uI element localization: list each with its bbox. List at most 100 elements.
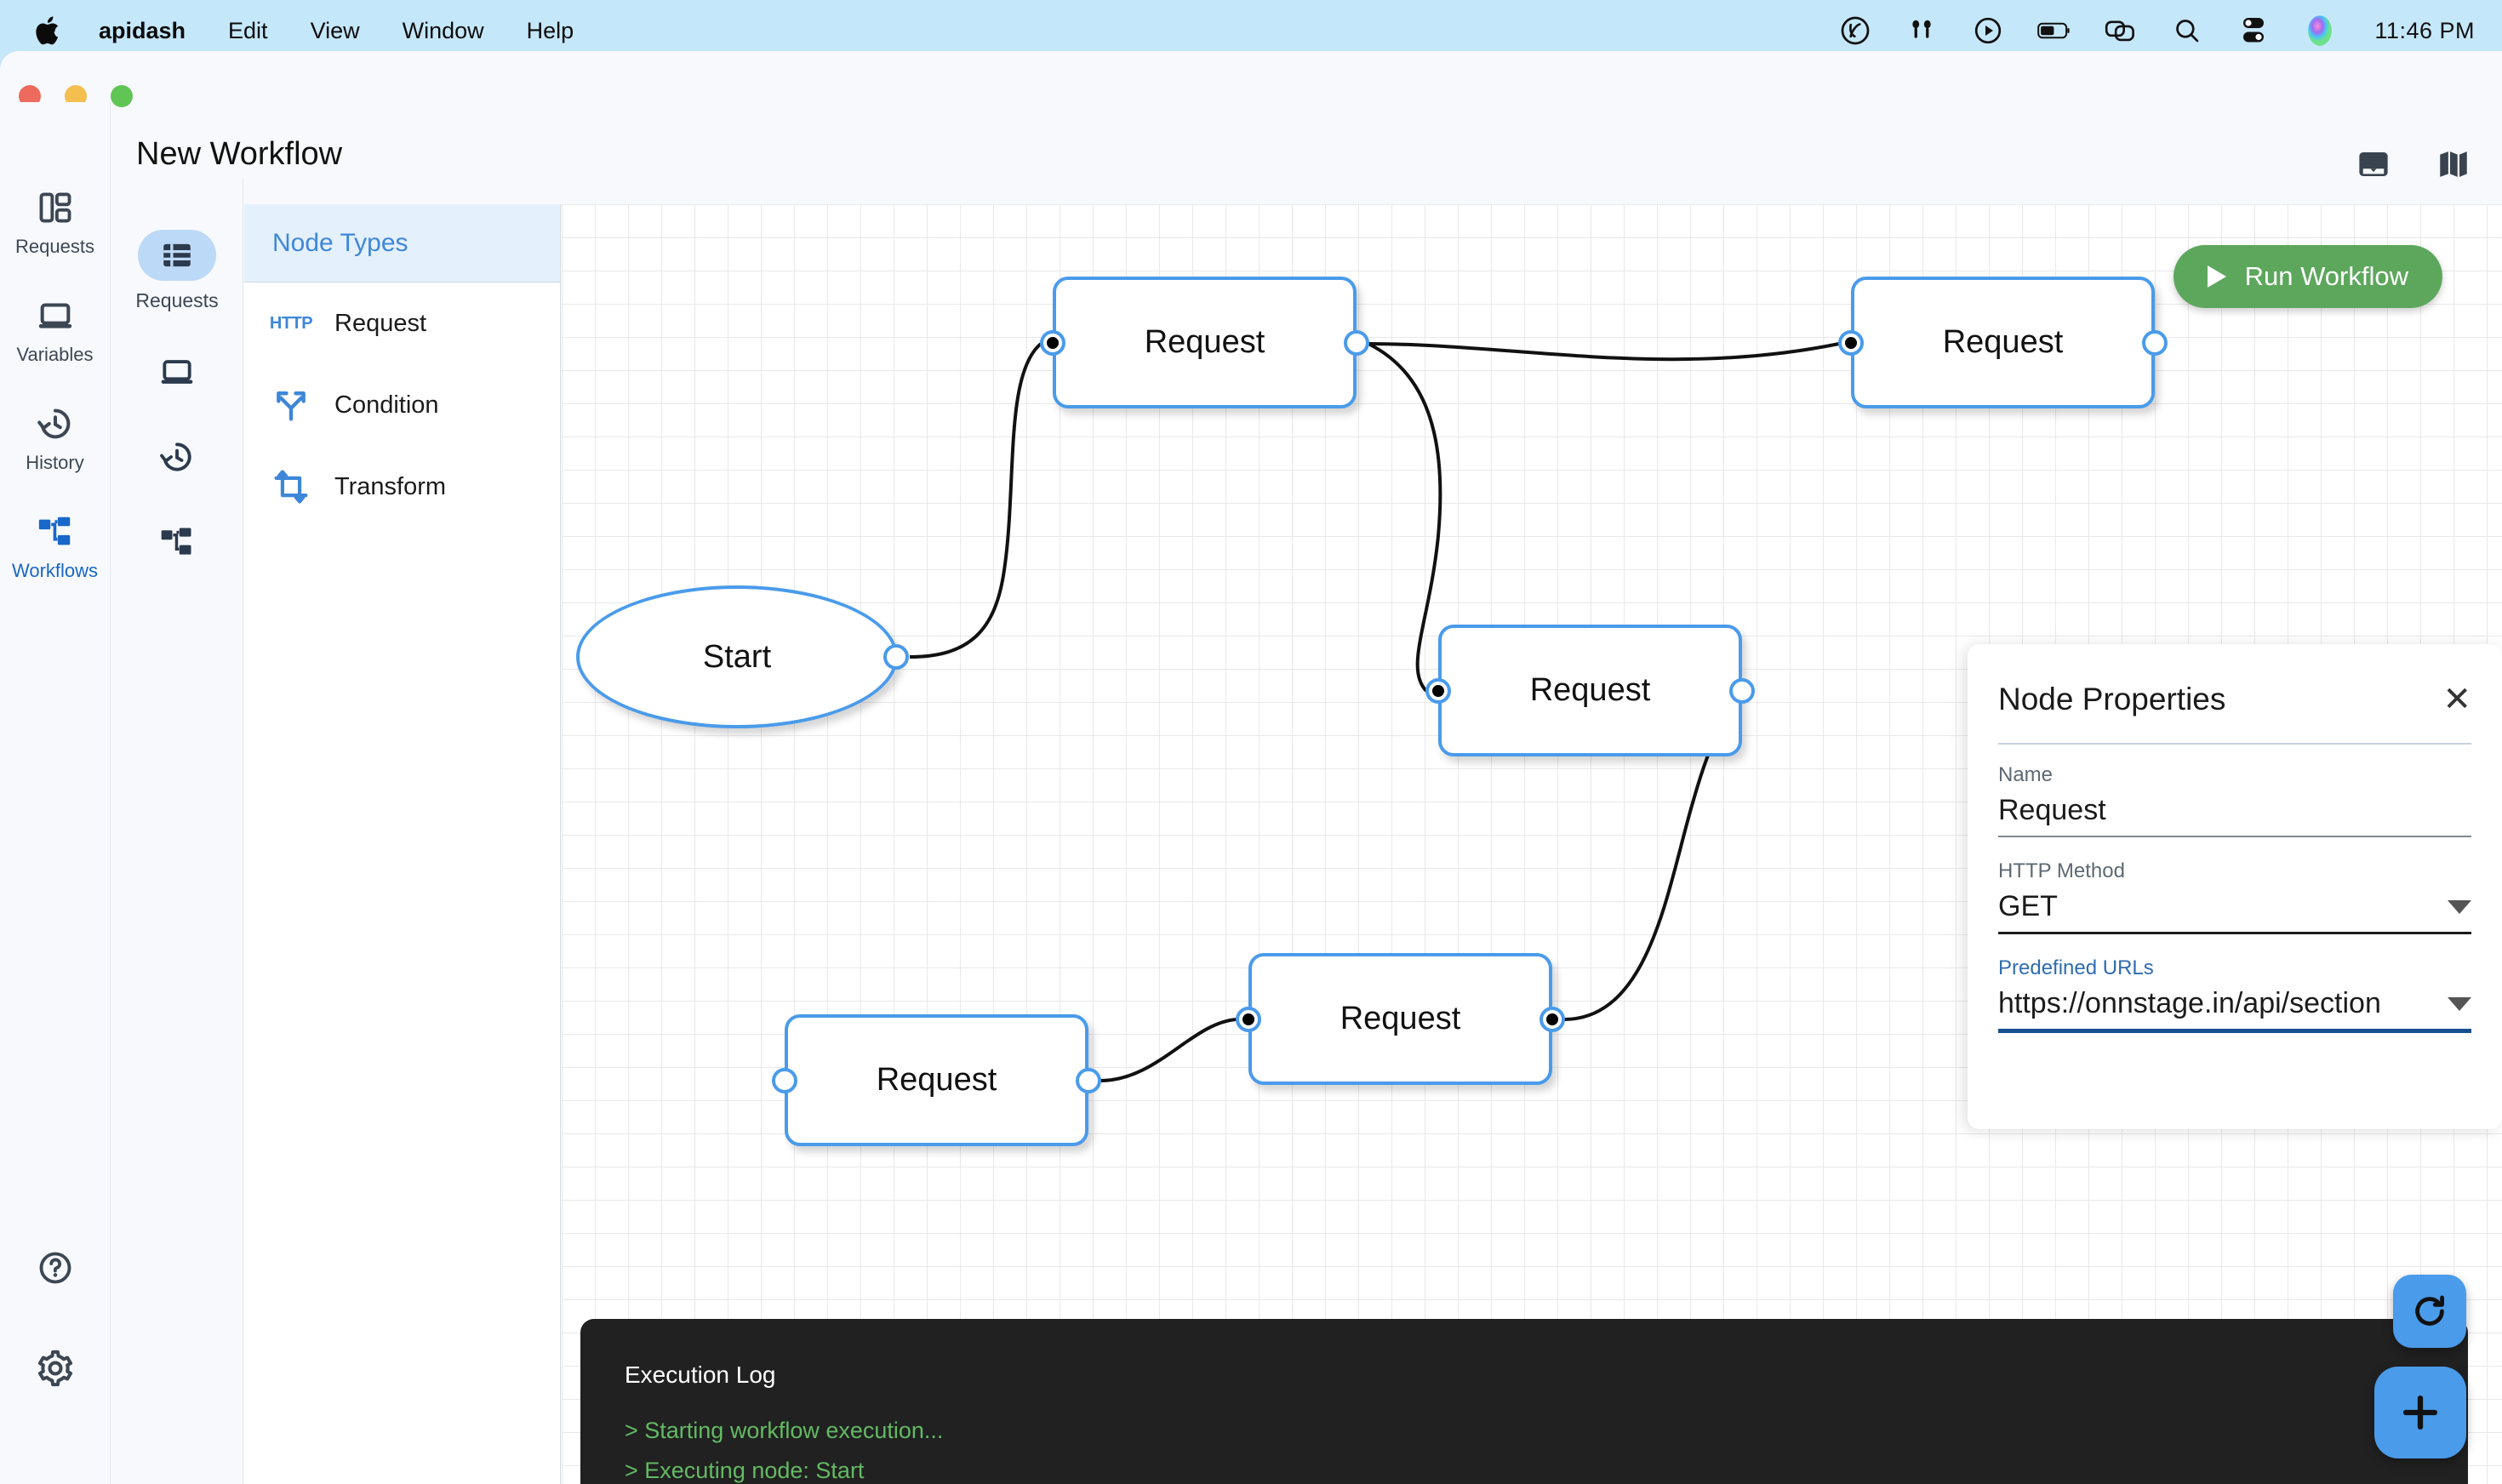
- menu-item-help[interactable]: Help: [526, 17, 574, 43]
- menu-bar-clock[interactable]: 11:46 PM: [2374, 17, 2475, 43]
- node-output-handle[interactable]: [1729, 677, 1755, 704]
- node-output-handle[interactable]: [883, 644, 909, 670]
- control-center-icon[interactable]: [2236, 14, 2271, 48]
- workflow-node-request-3[interactable]: Request: [1425, 625, 1755, 756]
- node-label: Request: [1529, 672, 1651, 708]
- node-properties-title: Node Properties: [1998, 682, 2226, 716]
- console-panel-icon[interactable]: [2354, 145, 2393, 184]
- node-label: Request: [876, 1062, 997, 1098]
- header-actions: [2354, 145, 2473, 184]
- node-output-handle[interactable]: [1344, 329, 1369, 356]
- sidebar-item-history[interactable]: History: [0, 403, 111, 474]
- help-circle-icon[interactable]: [35, 1247, 76, 1288]
- field-http-method: HTTP Method GET: [1998, 859, 2471, 934]
- rail2-item-requests[interactable]: Requests: [135, 230, 219, 312]
- menu-item-window[interactable]: Window: [402, 17, 484, 43]
- add-fab[interactable]: [2374, 1367, 2466, 1458]
- minimap-icon[interactable]: [2434, 145, 2473, 184]
- node-types-panel: Node Types HTTP Request Condition Transf…: [244, 204, 561, 1484]
- sidebar-label-requests: Requests: [15, 236, 94, 257]
- node-type-transform[interactable]: Transform: [244, 446, 560, 528]
- node-type-label-transform: Transform: [334, 472, 447, 500]
- rail2-item-workflows[interactable]: [138, 517, 216, 568]
- workflow-node-request-2[interactable]: Request: [1838, 277, 2168, 408]
- node-type-label-condition: Condition: [334, 391, 439, 419]
- node-properties-panel: Node Properties ✕ Name Request HTTP Meth…: [1968, 644, 2502, 1129]
- sidebar-item-requests[interactable]: Requests: [0, 187, 111, 258]
- play-triangle-icon: [2207, 265, 2226, 288]
- workflow-node-request-5[interactable]: Request: [772, 1014, 1101, 1146]
- menu-item-edit[interactable]: Edit: [228, 17, 268, 43]
- plus-icon: [2402, 1395, 2438, 1430]
- apple-logo-icon[interactable]: [34, 14, 63, 48]
- node-input-handle[interactable]: [1425, 677, 1451, 704]
- field-label-predefined-urls: Predefined URLs: [1998, 956, 2154, 979]
- workflow-node-start[interactable]: Start: [576, 585, 909, 728]
- sidebar-item-workflows[interactable]: Workflows: [0, 511, 111, 582]
- rail2-label-requests: Requests: [135, 289, 219, 311]
- laptop-icon: [35, 295, 76, 336]
- field-label-name: Name: [1998, 763, 2054, 786]
- node-output-handle[interactable]: [1539, 1006, 1565, 1032]
- node-type-request[interactable]: HTTP Request: [244, 283, 560, 364]
- history-clock-icon: [138, 431, 216, 482]
- refresh-icon: [2415, 1295, 2444, 1326]
- node-input-handle[interactable]: [1040, 329, 1065, 356]
- node-type-label-request: Request: [334, 309, 427, 337]
- node-label: Start: [702, 638, 772, 675]
- branch-condition-icon: [271, 385, 311, 425]
- maximize-window-button[interactable]: [111, 85, 133, 107]
- node-input-handle[interactable]: [772, 1067, 797, 1093]
- secondary-nav-rail: Requests: [111, 179, 243, 1484]
- requests-layout-icon: [35, 187, 76, 228]
- sidebar-label-variables: Variables: [16, 344, 94, 365]
- rail2-item-history[interactable]: [138, 431, 216, 482]
- field-value-predefined-urls: https://onnstage.in/api/section: [1998, 987, 2381, 1019]
- airpods-icon[interactable]: [1905, 14, 1939, 48]
- node-input-handle[interactable]: [1236, 1006, 1261, 1032]
- settings-gear-icon[interactable]: [35, 1348, 76, 1389]
- predefined-urls-select[interactable]: https://onnstage.in/api/section: [1998, 987, 2471, 1029]
- run-workflow-button[interactable]: Run Workflow: [2173, 245, 2442, 308]
- node-output-handle[interactable]: [2142, 329, 2168, 356]
- sidebar-item-variables[interactable]: Variables: [0, 295, 111, 366]
- menu-item-apidash[interactable]: apidash: [99, 17, 186, 43]
- execution-log-title: Execution Log: [625, 1361, 776, 1388]
- node-output-handle[interactable]: [1076, 1067, 1101, 1093]
- sidebar-bottom-actions: [35, 1247, 76, 1484]
- field-predefined-urls: Predefined URLs https://onnstage.in/api/…: [1998, 956, 2471, 1033]
- node-types-header: Node Types: [244, 204, 560, 283]
- workflow-node-request-4[interactable]: Request: [1236, 953, 1565, 1085]
- siri-icon[interactable]: [2303, 14, 2337, 48]
- history-clock-icon: [35, 403, 76, 444]
- app-window: New Workflow Requests Variables: [0, 51, 2502, 1484]
- rail2-item-variables[interactable]: [138, 346, 216, 397]
- node-input-handle[interactable]: [1838, 329, 1864, 356]
- battery-icon[interactable]: [2037, 14, 2071, 48]
- screen-mirroring-icon[interactable]: [2104, 14, 2138, 48]
- now-playing-icon[interactable]: [1838, 14, 1872, 48]
- primary-nav-rail: Requests Variables History Workflows: [0, 102, 111, 1484]
- node-label: Request: [1144, 324, 1265, 360]
- field-underline: [1998, 836, 2471, 837]
- chevron-down-icon: [2448, 996, 2471, 1011]
- http-method-select[interactable]: GET: [1998, 890, 2471, 932]
- field-name: Name Request: [1998, 763, 2471, 837]
- name-input[interactable]: Request: [1998, 794, 2471, 836]
- spotlight-search-icon[interactable]: [2170, 14, 2204, 48]
- crop-transform-icon: [271, 467, 311, 506]
- divider: [1998, 743, 2471, 745]
- field-label-http-method: HTTP Method: [1998, 859, 2125, 882]
- menu-item-view[interactable]: View: [310, 17, 360, 43]
- refresh-fab[interactable]: [2393, 1275, 2466, 1348]
- close-x-icon[interactable]: ✕: [2442, 681, 2471, 718]
- table-rows-icon: [137, 230, 216, 281]
- menu-bar-status-area: 11:46 PM: [1838, 14, 2475, 48]
- node-type-condition[interactable]: Condition: [244, 364, 560, 446]
- workflow-canvas[interactable]: Start Request Request Request: [562, 204, 2502, 1484]
- node-label: Request: [1340, 1001, 1461, 1036]
- play-circle-icon[interactable]: [1971, 14, 2005, 48]
- workflow-node-request-1[interactable]: Request: [1040, 277, 1369, 408]
- chevron-down-icon: [2448, 899, 2471, 914]
